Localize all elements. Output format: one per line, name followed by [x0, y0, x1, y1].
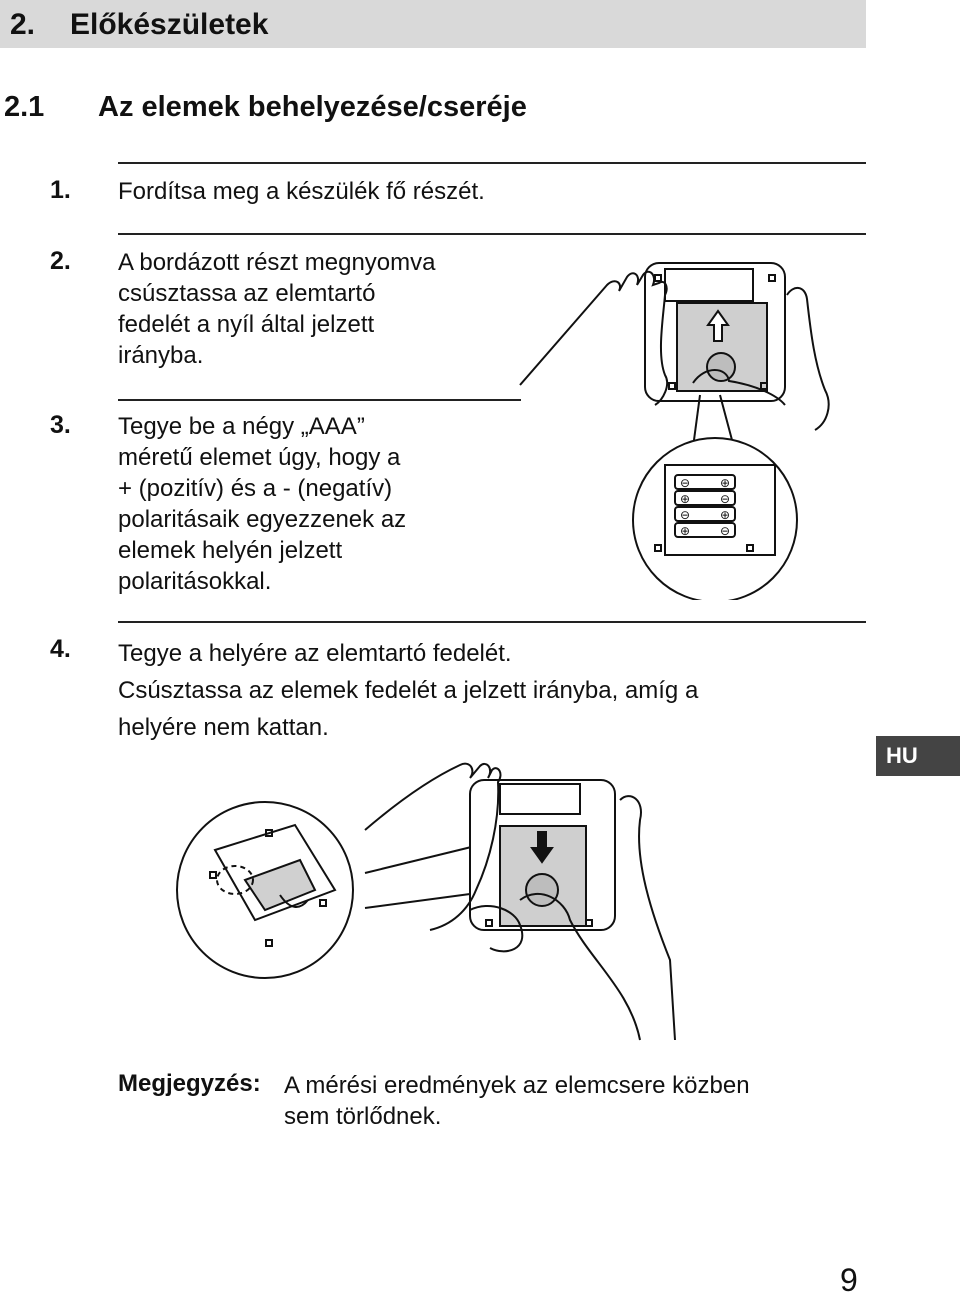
- battery-cover-close-illustration: [176, 762, 676, 1041]
- step-divider: [118, 162, 866, 164]
- svg-text:⊖: ⊖: [720, 492, 730, 506]
- svg-text:⊕: ⊕: [720, 476, 730, 490]
- svg-text:⊕: ⊕: [680, 524, 690, 538]
- step-4-text: Tegye a helyére az elemtartó fedelét. Cs…: [118, 640, 699, 741]
- section-title: Előkészületek: [70, 8, 269, 41]
- svg-text:⊖: ⊖: [680, 508, 690, 522]
- step-3-number: 3.: [50, 411, 71, 439]
- step-4-number: 4.: [50, 635, 71, 663]
- step-3-text: Tegye be a négy „AAA” méretű elemet úgy,…: [118, 413, 407, 595]
- page-number: 9: [840, 1262, 858, 1298]
- svg-text:⊕: ⊕: [680, 492, 690, 506]
- step-1-text: Fordítsa meg a készülék fő részét.: [118, 178, 485, 205]
- subsection-number: 2.1: [4, 91, 45, 123]
- language-tab: HU: [876, 736, 960, 776]
- step-divider: [118, 233, 866, 235]
- section-number: 2.: [10, 8, 36, 41]
- step-2-text: A bordázott részt megnyomva csúsztassa a…: [118, 249, 436, 369]
- svg-text:⊕: ⊕: [720, 508, 730, 522]
- section-header-bar: [0, 0, 866, 48]
- note-label: Megjegyzés:: [118, 1070, 261, 1097]
- step-1-number: 1.: [50, 176, 71, 204]
- svg-text:⊖: ⊖: [720, 524, 730, 538]
- subsection-title: Az elemek behelyezése/cseréje: [98, 91, 527, 123]
- step-divider: [118, 621, 866, 623]
- svg-text:⊖: ⊖: [680, 476, 690, 490]
- battery-cover-open-illustration: ⊖ ⊕ ⊕ ⊖ ⊖ ⊕ ⊕ ⊖: [519, 262, 830, 600]
- note-text: A mérési eredmények az elemcsere közben …: [284, 1072, 750, 1130]
- step-divider: [118, 399, 521, 401]
- step-2-number: 2.: [50, 247, 71, 275]
